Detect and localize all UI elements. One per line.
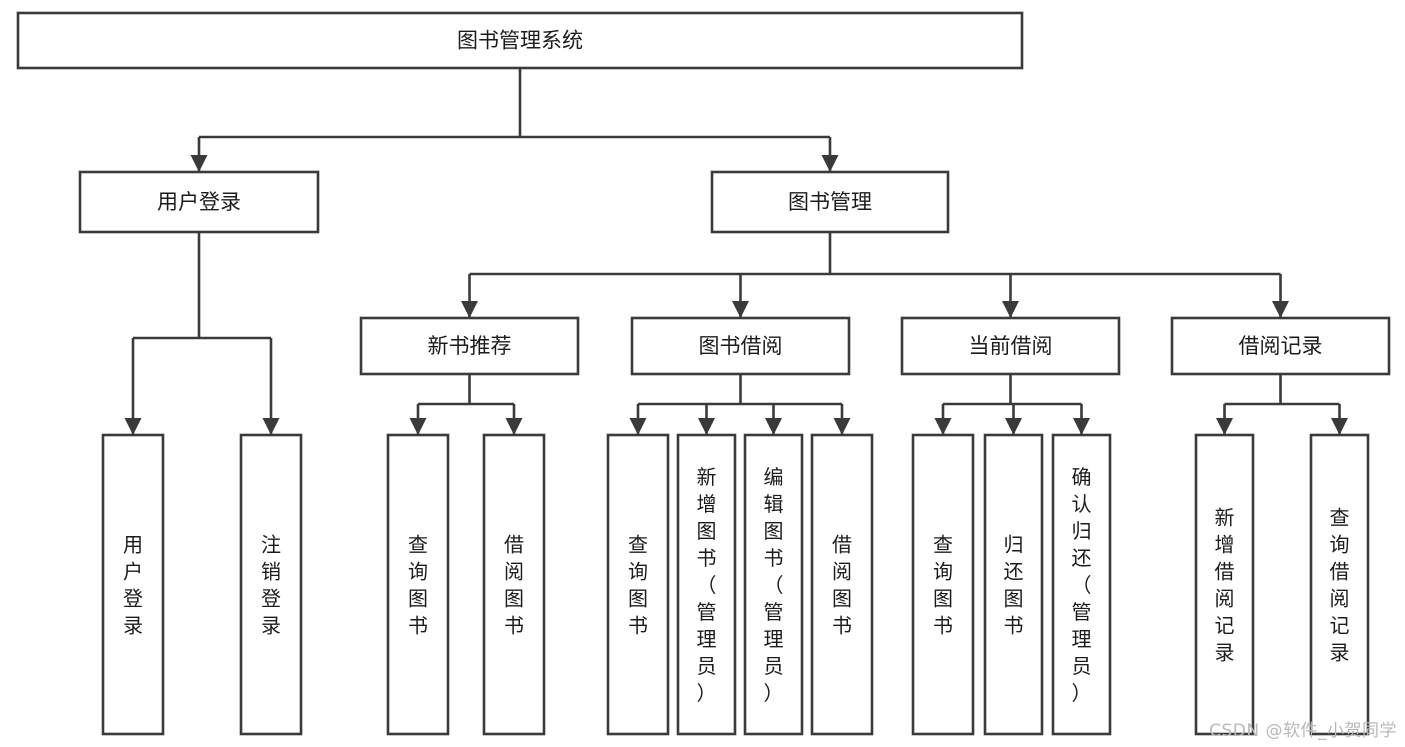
arrow-head-icon bbox=[1073, 418, 1090, 435]
node-rect bbox=[386, 433, 450, 736]
node-label: 图书借阅 bbox=[699, 334, 783, 358]
node-label: 确认归还（管理员） bbox=[1072, 465, 1092, 705]
node-query-book-2[interactable]: 查询图书 bbox=[606, 433, 670, 736]
node-rect bbox=[983, 433, 1044, 736]
arrow-head-icon bbox=[1216, 418, 1233, 435]
node-label: 用户登录 bbox=[123, 533, 143, 638]
node-root[interactable]: 图书管理系统 bbox=[16, 11, 1024, 70]
arrow-head-icon bbox=[1331, 418, 1348, 435]
node-rect bbox=[239, 433, 303, 736]
arrow-head-icon bbox=[765, 418, 782, 435]
node-rect bbox=[606, 433, 670, 736]
node-rect bbox=[78, 170, 320, 234]
node-rect bbox=[676, 433, 737, 736]
node-return-book[interactable]: 归还图书 bbox=[983, 433, 1044, 736]
arrow-head-icon bbox=[1272, 301, 1289, 318]
node-label: 借阅图书 bbox=[832, 533, 852, 638]
node-label: 查询图书 bbox=[933, 533, 953, 638]
node-rect bbox=[1309, 433, 1370, 736]
node-rect bbox=[1051, 433, 1112, 736]
node-add-borrow-record[interactable]: 新增借阅记录 bbox=[1194, 433, 1255, 736]
node-label: 编辑图书（管理员） bbox=[764, 465, 784, 705]
node-label: 新增图书（管理员） bbox=[697, 465, 717, 705]
node-label: 查询图书 bbox=[628, 533, 648, 638]
arrow-head-icon bbox=[505, 418, 523, 435]
node-label: 注销登录 bbox=[261, 533, 281, 638]
node-rect bbox=[710, 170, 950, 234]
node-label: 图书管理 bbox=[788, 190, 872, 214]
arrow-head-icon bbox=[1002, 301, 1019, 318]
node-rect bbox=[900, 316, 1121, 376]
node-label: 用户登录 bbox=[157, 190, 241, 214]
node-book-management[interactable]: 图书管理 bbox=[710, 170, 950, 234]
arrow-head-icon bbox=[833, 418, 851, 435]
node-rect bbox=[359, 316, 580, 376]
node-query-book-3[interactable]: 查询图书 bbox=[911, 433, 975, 736]
node-user-logout[interactable]: 注销登录 bbox=[239, 433, 303, 736]
node-rect bbox=[1170, 316, 1391, 376]
arrow-head-icon bbox=[190, 155, 208, 172]
node-edit-book-admin[interactable]: 编辑图书（管理员） bbox=[743, 433, 804, 736]
node-query-book-1[interactable]: 查询图书 bbox=[386, 433, 450, 736]
node-current-borrow[interactable]: 当前借阅 bbox=[900, 316, 1121, 376]
node-label: 当前借阅 bbox=[969, 334, 1053, 358]
arrow-head-icon bbox=[409, 418, 427, 435]
arrow-head-icon bbox=[698, 418, 715, 435]
node-label: 新书推荐 bbox=[428, 334, 512, 358]
node-rect bbox=[101, 433, 165, 736]
node-borrow-record[interactable]: 借阅记录 bbox=[1170, 316, 1391, 376]
node-confirm-return-admin[interactable]: 确认归还（管理员） bbox=[1051, 433, 1112, 736]
node-query-borrow-record[interactable]: 查询借阅记录 bbox=[1309, 433, 1370, 736]
arrow-head-icon bbox=[1005, 418, 1022, 435]
node-label: 借阅图书 bbox=[504, 533, 524, 638]
node-label: 图书管理系统 bbox=[457, 29, 583, 53]
node-rect bbox=[630, 316, 851, 376]
node-new-book-recommend[interactable]: 新书推荐 bbox=[359, 316, 580, 376]
node-borrow-book-1[interactable]: 借阅图书 bbox=[482, 433, 546, 736]
arrow-head-icon bbox=[124, 418, 142, 435]
node-rect bbox=[743, 433, 804, 736]
node-add-book-admin[interactable]: 新增图书（管理员） bbox=[676, 433, 737, 736]
node-rect bbox=[1194, 433, 1255, 736]
node-label: 查询借阅记录 bbox=[1330, 506, 1350, 665]
node-label: 归还图书 bbox=[1004, 533, 1024, 638]
node-rect bbox=[16, 11, 1024, 70]
node-rect bbox=[911, 433, 975, 736]
arrow-head-icon bbox=[821, 155, 839, 172]
arrow-head-icon bbox=[629, 418, 647, 435]
connector-layer bbox=[124, 68, 1348, 435]
node-book-borrow[interactable]: 图书借阅 bbox=[630, 316, 851, 376]
arrow-head-icon bbox=[934, 418, 952, 435]
node-label: 新增借阅记录 bbox=[1215, 506, 1235, 665]
node-borrow-book-2[interactable]: 借阅图书 bbox=[810, 433, 874, 736]
node-user-login[interactable]: 用户登录 bbox=[78, 170, 320, 234]
node-rect bbox=[810, 433, 874, 736]
arrow-head-icon bbox=[732, 301, 749, 318]
node-label: 查询图书 bbox=[408, 533, 428, 638]
node-user-login-do[interactable]: 用户登录 bbox=[101, 433, 165, 736]
node-layer: 图书管理系统用户登录图书管理用户登录注销登录新书推荐查询图书借阅图书图书借阅查询… bbox=[16, 11, 1391, 736]
node-label: 借阅记录 bbox=[1239, 334, 1323, 358]
arrow-head-icon bbox=[461, 301, 478, 318]
arrow-head-icon bbox=[262, 418, 280, 435]
node-rect bbox=[482, 433, 546, 736]
